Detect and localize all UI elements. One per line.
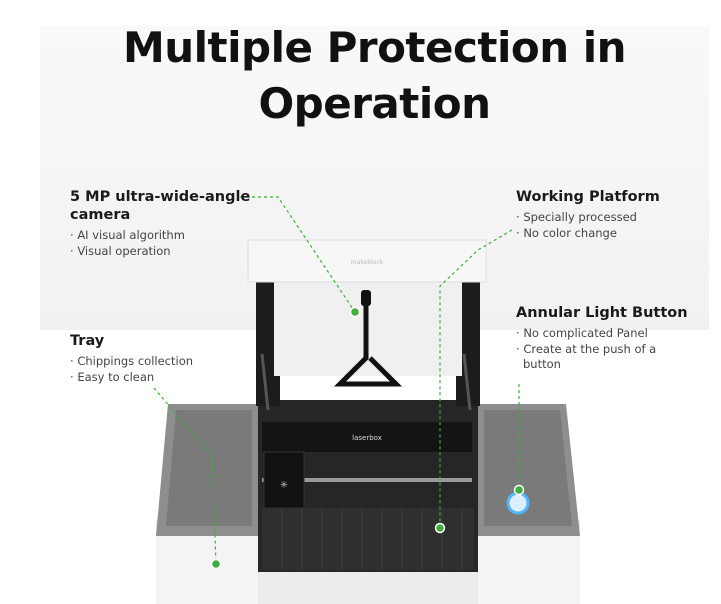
gantry-rail (262, 422, 472, 452)
list-item: Create at the push of a button (516, 342, 663, 373)
strut-left (260, 353, 270, 411)
honeycomb-bed (262, 508, 474, 570)
callout-platform-title: Working Platform (516, 189, 660, 205)
callout-tray: Tray Chippings collection Easy to clean (70, 332, 220, 385)
callout-camera: 5 MP ultra-wide-angle camera AI visual a… (70, 188, 260, 259)
leader-camera (240, 196, 356, 313)
right-front (478, 536, 580, 604)
callout-platform-list: Specially processed No color change (516, 210, 696, 241)
top-strip (40, 0, 709, 26)
indicator-dot-icon (513, 484, 525, 496)
strut-right (462, 353, 472, 411)
left-front (156, 536, 258, 604)
callout-light-button: Annular Light Button No complicated Pane… (516, 304, 706, 373)
leader-platform (439, 229, 513, 528)
list-item: Easy to clean (70, 370, 220, 386)
camera-module (361, 290, 371, 306)
list-item: No complicated Panel (516, 326, 706, 342)
callout-platform: Working Platform Specially processed No … (516, 188, 696, 241)
callout-light-button-title: Annular Light Button (516, 305, 688, 321)
headline-line-2: Operation (258, 79, 491, 128)
indicator-dot-icon (349, 306, 361, 318)
list-item: No color change (516, 226, 696, 242)
lid-brand-text: makeblock (351, 259, 384, 266)
laser-head-logo-icon: ✳ (280, 480, 288, 491)
list-item: AI visual algorithm (70, 228, 260, 244)
left-wing-panel (166, 410, 252, 526)
list-item: Visual operation (70, 244, 260, 260)
headline: Multiple Protection in Operation (40, 20, 709, 132)
callout-tray-list: Chippings collection Easy to clean (70, 354, 220, 385)
indicator-dot-icon (434, 522, 446, 534)
callout-tray-title: Tray (70, 333, 105, 349)
leader-lines (153, 196, 520, 565)
headline-line-1: Multiple Protection in (122, 23, 627, 72)
list-item: Chippings collection (70, 354, 220, 370)
light-button-icon (506, 491, 530, 515)
right-wing-panel (484, 410, 572, 526)
callout-camera-title: 5 MP ultra-wide-angle camera (70, 189, 251, 223)
callout-light-button-list: No complicated Panel Create at the push … (516, 326, 706, 373)
indicator-dots (210, 306, 525, 570)
rail-brand-text: laserbox (352, 434, 382, 442)
indicator-dot-icon (210, 558, 222, 570)
list-item: Specially processed (516, 210, 696, 226)
camera-arm (333, 300, 403, 387)
gantry-slide (262, 478, 472, 482)
callout-camera-list: AI visual algorithm Visual operation (70, 228, 260, 259)
bed-grid (281, 508, 463, 570)
lid-top (247, 239, 487, 283)
